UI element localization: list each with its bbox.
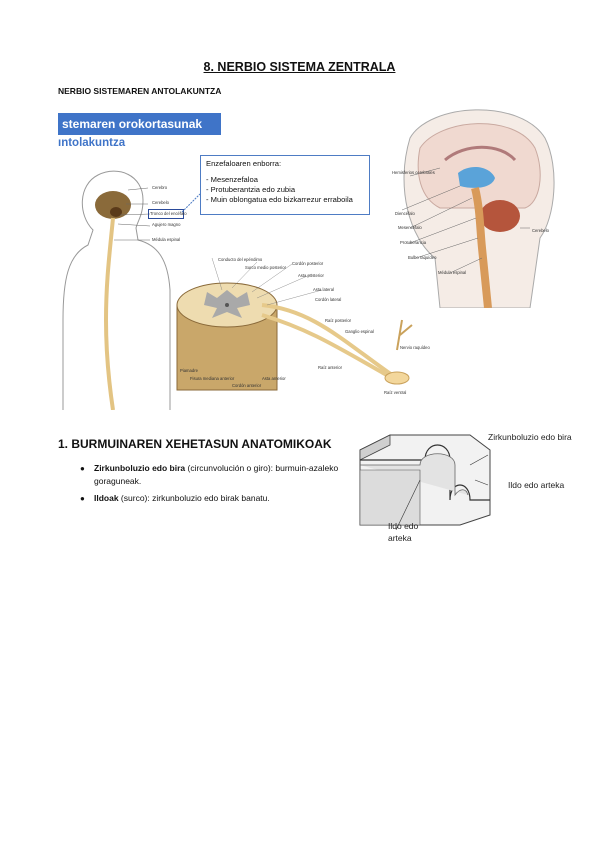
spinal-label-12: Fisura mediana anterior xyxy=(190,376,235,381)
cerebellum-shape xyxy=(480,200,520,232)
spinal-label-6: Cordón lateral xyxy=(315,297,342,302)
spinal-label-10: Cordón anterior xyxy=(232,383,262,388)
spinal-label-1: Surco medio posterior xyxy=(245,265,286,270)
fold-label-gyrus: Zirkunboluzio edo bira xyxy=(488,432,572,442)
spinal-cord-figure xyxy=(176,257,413,391)
body-label-2: Tronco del encéfalo xyxy=(150,211,187,216)
spinal-label-13: Piamadre xyxy=(180,368,198,373)
section-1-bullets: ● Zirkunboluzio edo bira (circunvolución… xyxy=(80,462,340,509)
diencephalon-shape xyxy=(458,166,495,188)
spinal-cord-line xyxy=(103,217,115,410)
page-title: 8. NERBIO SISTEMA ZENTRALA xyxy=(203,60,396,74)
spinal-label-11: Asta anterior xyxy=(262,376,286,381)
spinal-label-2: Cordón posterior xyxy=(292,261,324,266)
spinal-label-14: Raíz ventral xyxy=(384,390,407,395)
spinal-label-9: Nervio raquídeo xyxy=(400,345,430,350)
body-label-4: Médula espinal xyxy=(152,237,181,242)
brain-label-4: Bulbo raquídeo xyxy=(408,255,437,260)
bullet-dot-icon: ● xyxy=(80,464,85,473)
callout-heading: Enzefaloaren enborra: xyxy=(206,159,282,168)
bullet-term: Ildoak xyxy=(94,493,119,503)
fold-label-sulcus-bottom-2: arteka xyxy=(388,533,412,543)
fold-label-sulcus-bottom-1: Ildo edo xyxy=(388,521,419,531)
bullet-definition: (surco): zirkunboluzio edo birak banatu. xyxy=(118,493,270,503)
body-label-1: Cerebelo xyxy=(152,200,169,205)
slide-banner: stemaren orokortasunak xyxy=(58,113,221,135)
body-label-3: Agujero magno xyxy=(152,222,181,227)
callout-item-1: - Protuberantzia edo zubia xyxy=(206,185,296,194)
spinal-label-0: Conducto del epéndimo xyxy=(218,257,263,262)
brain-sagittal-figure xyxy=(401,109,555,308)
brain-label-5: Médula espinal xyxy=(438,270,467,275)
bullet-item: ● Zirkunboluzio edo bira (circunvolución… xyxy=(80,462,340,488)
fold-label-sulcus-right: Ildo edo arteka xyxy=(508,480,565,490)
brainstem-shape xyxy=(471,187,492,308)
bullet-item: ● Ildoak (surco): zirkunboluzio edo bira… xyxy=(80,492,340,505)
bullet-dot-icon: ● xyxy=(80,494,85,503)
spinal-label-5: Asta lateral xyxy=(313,287,334,292)
brain-label-1: Diencéfalo xyxy=(395,211,415,216)
bullet-definition: (circunvolución o giro): burmuin-azaleko… xyxy=(94,463,339,486)
highlight-box xyxy=(148,209,184,219)
spinal-label-3: Asta posterior xyxy=(298,273,324,278)
brainstem-callout: Enzefaloaren enborra: - Mesenzefaloa - P… xyxy=(200,155,370,215)
callout-item-2: - Muin oblongatua edo bizkarrezur errabo… xyxy=(206,195,353,204)
slide-banner-sub: ıntolakuntza xyxy=(58,137,126,149)
body-silhouette-figure xyxy=(62,170,171,410)
bullet-term: Zirkunboluzio edo bira xyxy=(94,463,186,473)
spinal-label-8: Raíz anterior xyxy=(318,365,342,370)
brain-label-3: Protuberancia xyxy=(400,240,427,245)
brain-label-2: Mesencéfalo xyxy=(398,225,422,230)
brain-label-6: Cerebelo xyxy=(532,228,549,233)
cortex-fold-figure xyxy=(359,434,491,530)
section-1-title: 1. BURMUINAREN XEHETASUN ANATOMIKOAK xyxy=(58,437,332,451)
callout-arrow xyxy=(181,193,201,213)
brain-label-0: Hemisferios cerebrales xyxy=(392,170,435,175)
body-label-0: Cerebro xyxy=(152,185,168,190)
spinal-label-4: Raíz posterior xyxy=(325,318,352,323)
callout-item-0: - Mesenzefaloa xyxy=(206,175,258,184)
section-subtitle: NERBIO SISTEMAREN ANTOLAKUNTZA xyxy=(58,86,222,96)
spinal-label-7: Ganglio espinal xyxy=(345,329,374,334)
